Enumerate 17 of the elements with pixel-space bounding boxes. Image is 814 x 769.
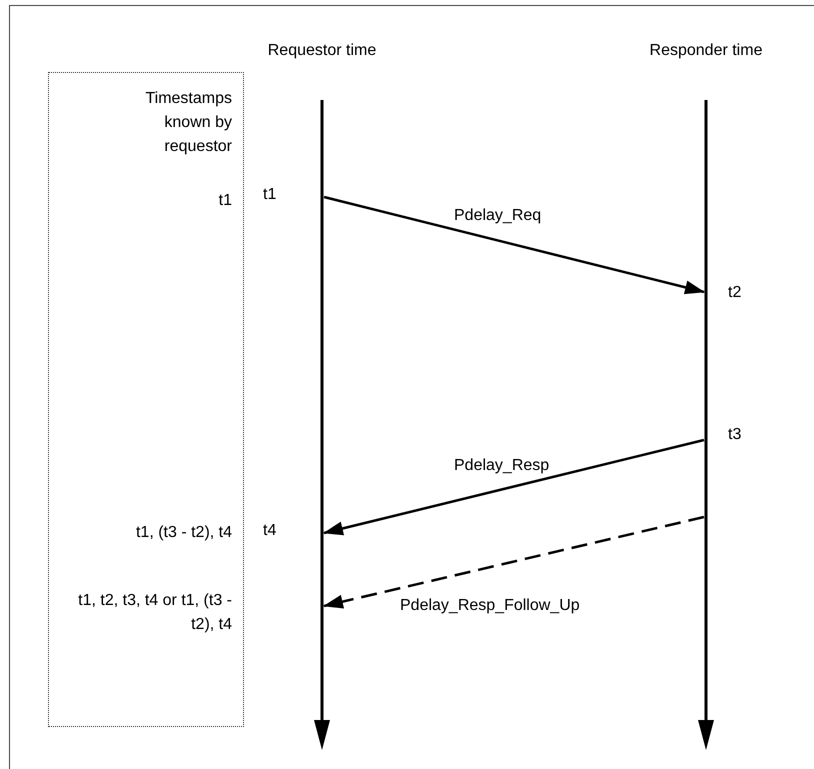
edge-label: Pdelay_Req <box>452 206 544 226</box>
timestamp-label: t4 <box>263 522 276 540</box>
timestamp-label: t1 <box>263 186 276 204</box>
timestamp-list: t1, (t3 - t2), t4 <box>52 521 232 545</box>
timestamp-label: t3 <box>728 426 742 444</box>
panel-heading: Timestamps known by requestor <box>144 89 232 157</box>
lifeline-label: Responder time <box>648 41 764 61</box>
edge-label: Pdelay_Resp_Follow_Up <box>398 596 582 616</box>
edge-label: Pdelay_Resp <box>452 456 552 476</box>
message-arrow <box>323 516 704 608</box>
message-arrow <box>324 196 705 294</box>
timestamp-list: t1, t2, t3, t4 or t1, (t3 - t2), t4 <box>52 589 232 637</box>
timestamp-panel <box>48 72 244 727</box>
lifeline-label: Requestor time <box>266 41 378 61</box>
timestamp-list: t1 <box>112 189 232 213</box>
timestamp-label: t2 <box>728 284 742 302</box>
message-arrow <box>323 438 704 536</box>
